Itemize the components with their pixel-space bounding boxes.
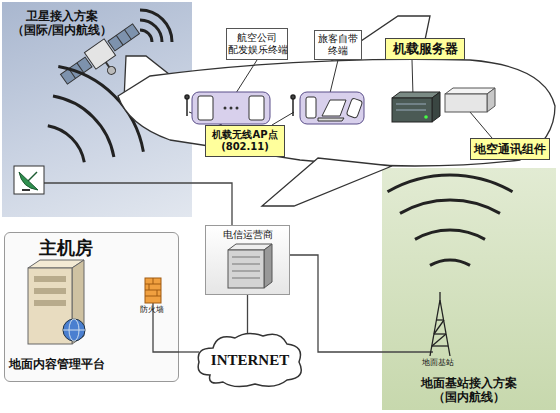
node-text: 电信运营商 bbox=[206, 229, 289, 241]
callout-box: 旅客自带 终端 bbox=[314, 30, 362, 60]
network-link bbox=[192, 183, 232, 225]
node-text: 地面基站接入方案 （国内航线） bbox=[414, 376, 524, 405]
operator-box: 电信运营商 bbox=[205, 225, 290, 295]
node-text: 航空公司 配发娱乐终端 bbox=[228, 32, 286, 56]
callout-box: 机载服务器 bbox=[385, 38, 465, 60]
network-link bbox=[179, 351, 199, 352]
node-text: 地面内容管理平台 bbox=[9, 357, 105, 371]
comm-unit-icon bbox=[445, 88, 495, 112]
node-text: 机载无线AP点 (802.11) bbox=[207, 129, 283, 153]
wireless-ap bbox=[185, 95, 295, 116]
node-text: 地空通讯组件 bbox=[472, 142, 548, 156]
node-text: 机载服务器 bbox=[387, 41, 463, 57]
node-text: INTERNET bbox=[200, 351, 300, 369]
cloud-shape: INTERNET bbox=[195, 330, 305, 390]
node-text: 旅客自带 终端 bbox=[316, 33, 360, 57]
ground-zone: 地面基站接入方案 （国内航线） bbox=[382, 168, 556, 410]
node-text: 卫星接入方案 （国际/国内航线） bbox=[6, 9, 118, 38]
part-label: 地面基站 bbox=[422, 358, 454, 368]
callout-box: 机载无线AP点 (802.11) bbox=[205, 125, 285, 157]
callout-box: 航空公司 配发娱乐终端 bbox=[226, 28, 288, 60]
callout-box: 地空通讯组件 bbox=[470, 138, 550, 160]
network-link bbox=[247, 295, 248, 333]
device-group bbox=[192, 92, 364, 124]
server-icon bbox=[392, 92, 440, 122]
node-text: 主机房 bbox=[39, 237, 93, 259]
network-link bbox=[290, 255, 382, 352]
part-label: 防火墙 bbox=[140, 305, 164, 315]
